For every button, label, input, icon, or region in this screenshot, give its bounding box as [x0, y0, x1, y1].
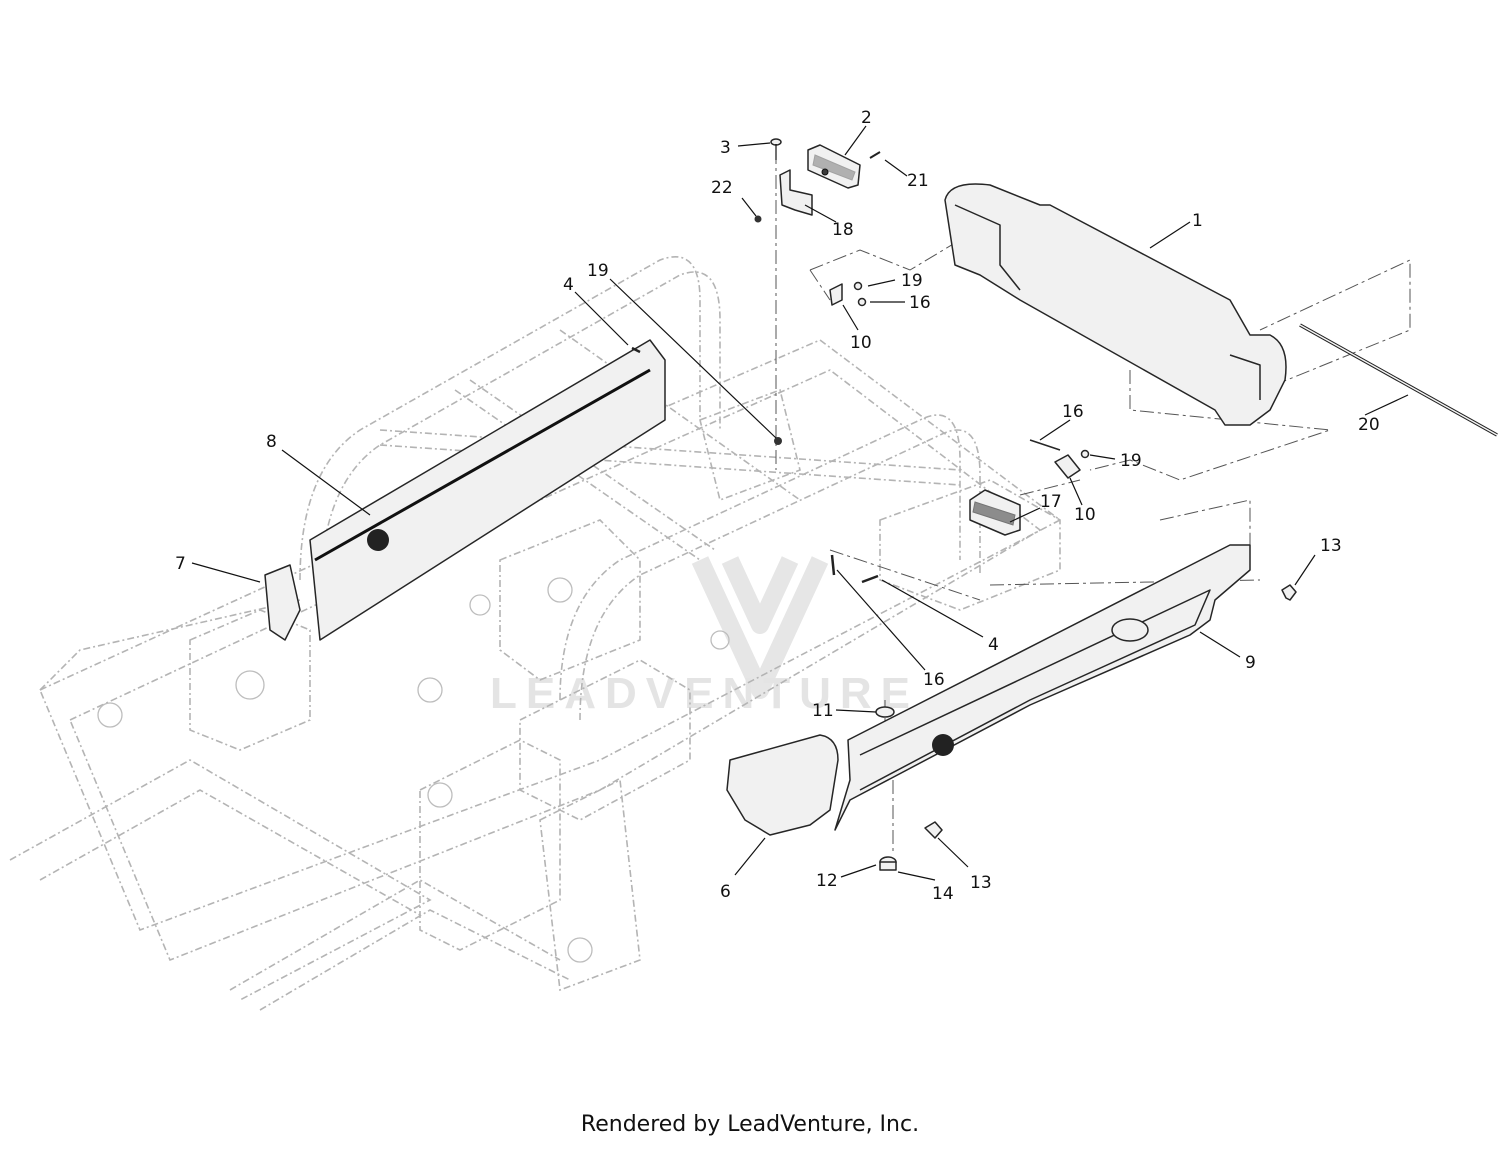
callout-8: 8 — [266, 432, 277, 452]
part-9-side-panel — [834, 544, 1251, 831]
callout-6: 6 — [720, 882, 731, 902]
callout-13-lower: 13 — [970, 873, 992, 893]
callout-1: 1 — [1192, 211, 1203, 231]
chassis-frame — [9, 256, 1062, 1011]
callout-16-right: 16 — [1062, 402, 1084, 422]
callout-10-upper: 10 — [850, 333, 872, 353]
callout-11: 11 — [812, 701, 834, 721]
callout-22: 22 — [711, 178, 733, 198]
callout-19-upper: 19 — [901, 271, 923, 291]
callouts: 1 2 3 4 4 6 7 8 9 10 10 11 12 13 13 14 1… — [175, 108, 1380, 904]
callout-16-upper: 16 — [909, 293, 931, 313]
callout-21: 21 — [907, 171, 929, 191]
callout-10-lower: 10 — [1074, 505, 1096, 525]
callout-14: 14 — [932, 884, 954, 904]
part-2-light — [807, 144, 861, 189]
callout-16-lower: 16 — [923, 670, 945, 690]
callout-18: 18 — [832, 220, 854, 240]
callout-17: 17 — [1040, 492, 1062, 512]
callout-7: 7 — [175, 554, 186, 574]
part-8-panel — [309, 339, 666, 641]
callout-9: 9 — [1245, 653, 1256, 673]
part-4-pin-upper — [631, 346, 641, 354]
part-18-bracket — [779, 169, 813, 216]
callout-4-lower: 4 — [988, 635, 999, 655]
callout-19-right: 19 — [1120, 451, 1142, 471]
callout-13-upper: 13 — [1320, 536, 1342, 556]
callout-4-upper: 4 — [563, 275, 574, 295]
part-13-knob-upper — [1281, 584, 1297, 601]
part-4-pin-lower — [861, 574, 879, 584]
part-21-pin — [869, 151, 881, 159]
part-22-nut — [754, 215, 762, 223]
part-17-light — [969, 489, 1021, 536]
part-7-strap — [264, 564, 301, 641]
footer-credit: Rendered by LeadVenture, Inc. — [580, 1112, 920, 1137]
callout-12: 12 — [816, 871, 838, 891]
part-11-grommet — [875, 706, 895, 718]
part-10-bracket-lower — [1029, 439, 1090, 479]
part-20-rod-highlight — [1299, 324, 1498, 436]
part-3-bolt — [770, 138, 782, 160]
part-6-guard — [726, 734, 839, 836]
watermark-logo-icon — [691, 556, 829, 699]
callout-20: 20 — [1358, 415, 1380, 435]
leader-lines — [191, 125, 1409, 881]
part-16-bolt — [830, 554, 836, 576]
callout-3: 3 — [720, 138, 731, 158]
part-19-nut — [774, 437, 782, 445]
part-1-rear-bumper — [944, 183, 1287, 426]
part-10-bracket-upper — [829, 281, 867, 307]
part-13-knob-lower — [924, 821, 943, 839]
callout-19-left: 19 — [587, 261, 609, 281]
part-12-foot — [879, 856, 897, 871]
callout-2: 2 — [861, 108, 872, 128]
